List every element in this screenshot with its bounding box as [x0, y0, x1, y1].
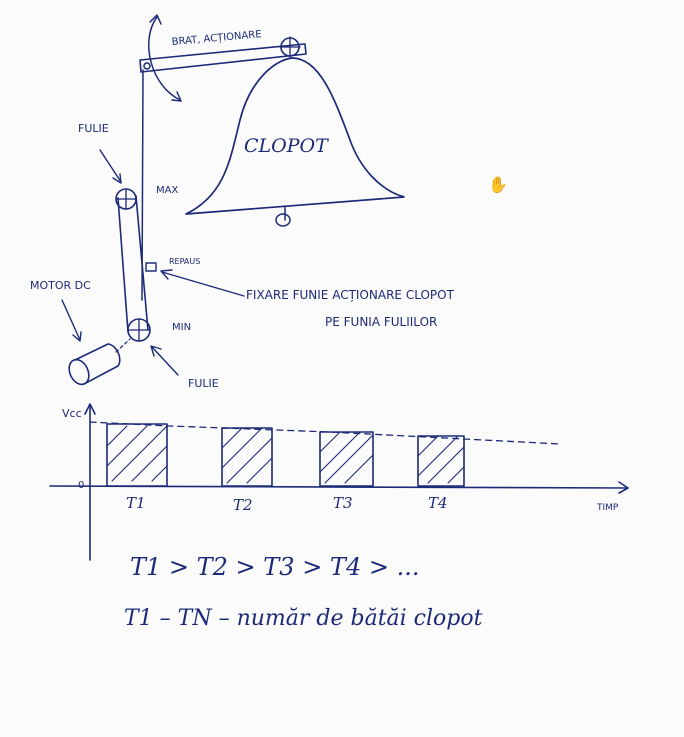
swing-arrow	[148, 14, 182, 102]
origin-label: 0	[78, 480, 84, 491]
inequality-note: T1 > T2 > T3 > T4 > ...	[130, 553, 419, 581]
top-pulley-arrow	[99, 149, 122, 184]
motor-arrow	[61, 299, 82, 342]
pulse-label-T2: T2	[233, 496, 253, 514]
time-axis-label: TIMP	[596, 503, 619, 513]
voltage-axis	[84, 403, 96, 561]
dc-motor	[68, 338, 131, 386]
arm-label: BRAT, ACȚIONARE	[171, 29, 262, 48]
rest-marker	[145, 262, 157, 272]
hand-cursor-icon: ✋	[488, 175, 508, 194]
pulse-T1	[106, 423, 168, 487]
pulley-belt	[117, 195, 149, 333]
bottom-pulley-arrow	[150, 345, 179, 376]
voltage-axis-label: Vcc	[62, 407, 82, 420]
pulse-T3	[319, 431, 374, 487]
bell-label: CLOPOT	[244, 135, 329, 157]
vcc-level	[89, 421, 561, 445]
min-label: MIN	[172, 322, 191, 333]
actuation-arm	[139, 36, 307, 73]
top-pulley-label: FULIE	[78, 122, 109, 135]
time-axis	[49, 481, 629, 494]
pulse-label-T1: T1	[126, 494, 146, 512]
fixing-arrow	[160, 269, 245, 297]
motor-label: MOTOR DC	[30, 279, 91, 292]
top-pulley	[115, 188, 137, 210]
pulse-label-T3: T3	[333, 494, 353, 512]
pulse-label-T4: T4	[428, 494, 448, 512]
max-label: MAX	[156, 185, 178, 196]
bottom-pulley	[127, 318, 151, 342]
bottom-pulley-label: FULIE	[188, 377, 219, 390]
fixing-label-line2: PE FUNIA FULIILOR	[325, 315, 437, 329]
bell-shape	[185, 57, 405, 227]
pulse-T2	[221, 427, 273, 487]
rest-label: REPAUS	[169, 257, 200, 266]
definition-note: T1 – TN – număr de bătăi clopot	[124, 606, 483, 631]
pulse-T4	[417, 435, 465, 487]
fixing-label-line1: FIXARE FUNIE ACȚIONARE CLOPOT	[246, 288, 455, 302]
